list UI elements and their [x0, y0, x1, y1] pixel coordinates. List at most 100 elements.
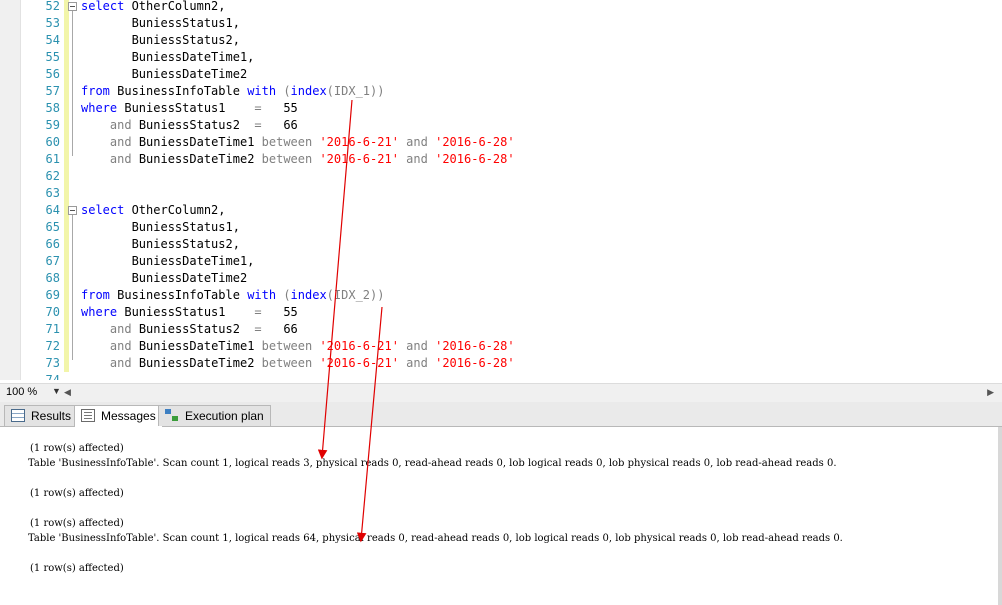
collapse-icon[interactable] [68, 2, 77, 11]
code-token: and [406, 356, 428, 370]
change-marker [64, 83, 69, 100]
tab-messages[interactable]: Messages [74, 405, 163, 427]
line-number: 57 [45, 84, 60, 98]
code-line: BuniessStatus2, [81, 32, 240, 49]
code-token [81, 135, 110, 149]
tab-execution-plan[interactable]: Execution plan [158, 405, 271, 426]
code-token: BuniessDateTime2 [131, 152, 262, 166]
line-number: 74 [45, 373, 60, 380]
change-marker [64, 219, 69, 236]
code-token: from [81, 84, 110, 98]
line-number: 60 [45, 135, 60, 149]
message-line: Table 'BusinessInfoTable'. Scan count 1,… [28, 533, 843, 544]
code-line: and BuniessDateTime1 between '2016-6-21'… [81, 134, 515, 151]
change-marker [64, 338, 69, 355]
messages-pane[interactable]: (1 row(s) affected) Table 'BusinessInfoT… [0, 427, 1002, 605]
line-number: 71 [45, 322, 60, 336]
message-line: Table 'BusinessInfoTable'. Scan count 1,… [28, 458, 837, 469]
code-token [81, 118, 110, 132]
line-number: 66 [45, 237, 60, 251]
change-marker [64, 151, 69, 168]
change-marker [64, 100, 69, 117]
line-number: 63 [45, 186, 60, 200]
code-token: and [109, 135, 132, 149]
change-marker [64, 321, 69, 338]
code-token: BusinessInfoTable [109, 84, 248, 98]
code-token: between [261, 356, 313, 370]
results-tab-bar: Results Messages Execution plan [0, 402, 1002, 427]
code-token: 55 [261, 101, 298, 115]
tab-results-label: Results [31, 409, 72, 423]
scroll-right-icon[interactable]: ▶ [987, 387, 994, 397]
code-token: BuniessDateTime1, [81, 50, 255, 64]
change-marker [64, 117, 69, 134]
code-line: select OtherColumn2, [81, 0, 226, 15]
code-token: (IDX_1)) [326, 84, 385, 98]
code-line: and BuniessDateTime2 between '2016-6-21'… [81, 151, 515, 168]
code-line: where BuniessStatus1 = 55 [81, 100, 298, 117]
code-token: BuniessStatus2, [81, 33, 240, 47]
line-number: 55 [45, 50, 60, 64]
message-line: (1 row(s) affected) [30, 563, 124, 574]
tab-execution-plan-label: Execution plan [185, 409, 264, 423]
change-marker [64, 49, 69, 66]
change-marker [64, 134, 69, 151]
change-marker [64, 202, 69, 219]
code-token [428, 356, 435, 370]
zoom-level[interactable]: 100 % [6, 386, 38, 398]
code-line: BuniessDateTime1, [81, 49, 255, 66]
code-token: = [254, 118, 262, 132]
code-token: (IDX_2)) [326, 288, 385, 302]
code-token: BuniessDateTime2 [81, 271, 248, 285]
change-marker [64, 0, 69, 15]
change-marker [64, 304, 69, 321]
code-token: between [261, 152, 313, 166]
code-token: select [81, 203, 125, 217]
code-token: and [109, 339, 132, 353]
code-token: and [109, 118, 132, 132]
line-number: 62 [45, 169, 60, 183]
change-marker [64, 15, 69, 32]
code-token: '2016-6-28' [435, 152, 515, 166]
chevron-down-icon[interactable]: ▼ [52, 386, 61, 396]
code-token: '2016-6-21' [319, 152, 399, 166]
code-token: '2016-6-21' [319, 135, 399, 149]
code-token: and [406, 339, 428, 353]
code-line: BuniessDateTime2 [81, 66, 248, 83]
line-number: 58 [45, 101, 60, 115]
change-marker [64, 355, 69, 372]
line-number: 54 [45, 33, 60, 47]
code-token: index [290, 84, 327, 98]
editor-status-bar: 100 % ▼ ◀ ▶ [0, 383, 1002, 402]
vertical-scrollbar[interactable] [998, 427, 1002, 605]
line-number: 53 [45, 16, 60, 30]
code-token [428, 135, 435, 149]
code-token: '2016-6-28' [435, 339, 515, 353]
code-token: ( [276, 84, 291, 98]
code-token [81, 339, 110, 353]
line-number: 59 [45, 118, 60, 132]
change-marker [64, 236, 69, 253]
code-token [81, 356, 110, 370]
code-line: BuniessDateTime2 [81, 270, 248, 287]
code-token: BuniessDateTime1 [131, 339, 262, 353]
message-line: (1 row(s) affected) [30, 488, 124, 499]
editor-selection-margin[interactable] [0, 0, 21, 380]
code-token: where [81, 305, 118, 319]
code-token: and [109, 356, 132, 370]
code-token: '2016-6-21' [319, 339, 399, 353]
horizontal-scrollbar[interactable]: ◀ [64, 386, 984, 400]
collapse-icon[interactable] [68, 206, 77, 215]
code-token: BusinessInfoTable [109, 288, 248, 302]
tab-messages-label: Messages [101, 409, 156, 423]
code-token [428, 339, 435, 353]
code-token: BuniessDateTime2 [81, 67, 248, 81]
tab-results[interactable]: Results [4, 405, 79, 426]
message-line: (1 row(s) affected) [30, 443, 124, 454]
scroll-left-icon[interactable]: ◀ [64, 387, 71, 397]
code-token: BuniessStatus2, [81, 237, 240, 251]
code-line: and BuniessDateTime1 between '2016-6-21'… [81, 338, 515, 355]
line-number: 52 [45, 0, 60, 13]
line-number: 65 [45, 220, 60, 234]
